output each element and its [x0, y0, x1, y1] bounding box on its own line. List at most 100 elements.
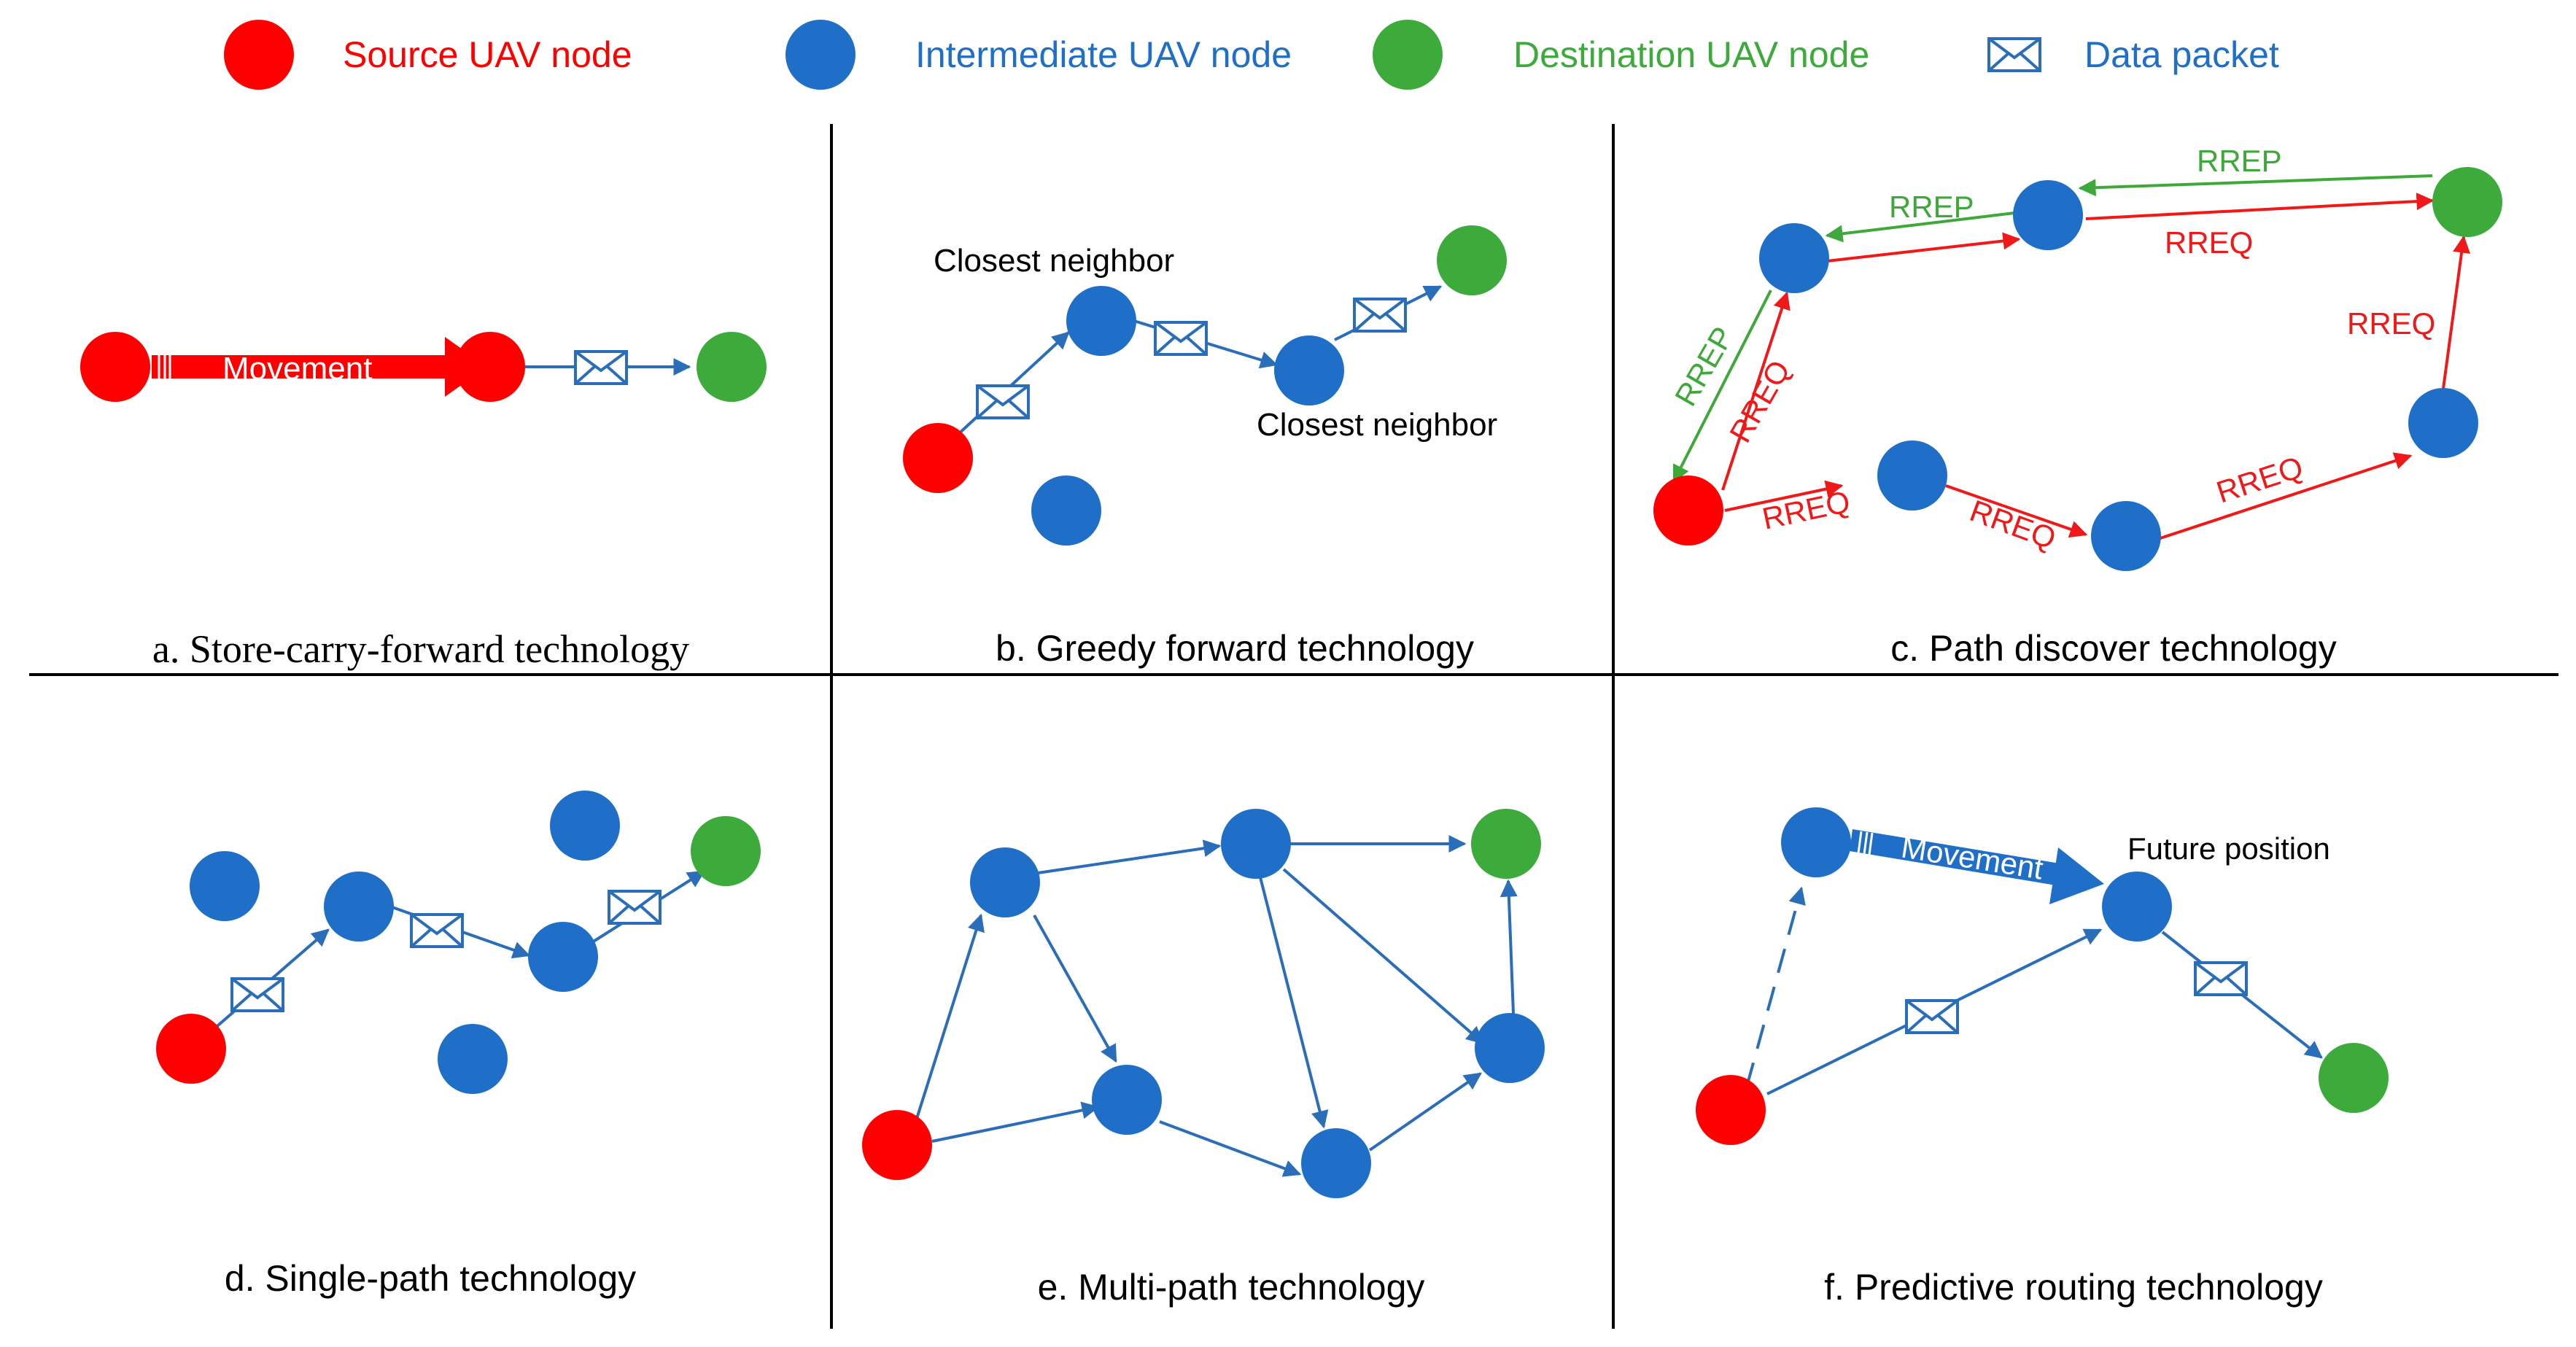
legend-destination-node: [1373, 20, 1443, 90]
envelope-icon: [976, 384, 1030, 419]
legend: Source UAV node Intermediate UAV node De…: [224, 20, 2279, 90]
envelope-icon: [410, 913, 464, 948]
intermediate-node: [1781, 807, 1851, 877]
legend-source-label: Source UAV node: [343, 34, 632, 75]
envelope-icon: [2194, 961, 2248, 996]
rreq-label: RREQ: [1723, 354, 1796, 449]
envelope-icon: [608, 890, 662, 925]
rreq-link: [1826, 232, 2021, 263]
link: [1033, 915, 1117, 1063]
link: [1282, 868, 1484, 1044]
intermediate-node: [1475, 1013, 1545, 1083]
link: [955, 331, 1070, 437]
panel-a-caption: a. Store-carry-forward technology: [152, 627, 689, 671]
envelope-icon: [574, 350, 628, 385]
panel-dividers: [29, 124, 2558, 1329]
intermediate-node: [1877, 440, 1947, 511]
link: [914, 913, 985, 1124]
panel-f-caption: f. Predictive routing technology: [1824, 1267, 2323, 1308]
source-node: [862, 1110, 932, 1180]
link: [1037, 839, 1222, 874]
rrep-link: [1672, 290, 1772, 484]
legend-intermediate-label: Intermediate UAV node: [915, 34, 1292, 75]
envelope-icon: [1353, 298, 1407, 333]
destination-node: [697, 332, 767, 402]
panel-e: e. Multi-path technology: [862, 809, 1545, 1308]
destination-node: [691, 816, 761, 886]
panel-b-caption: b. Greedy forward technology: [996, 628, 1474, 669]
legend-source-node: [224, 20, 294, 90]
rreq-link: [1945, 484, 2088, 538]
link: [931, 1101, 1100, 1143]
predicted-link: [1745, 886, 1806, 1087]
envelope-icon: [1154, 321, 1208, 356]
source-node: [80, 332, 150, 402]
intermediate-node: [1759, 223, 1829, 293]
envelope-icon: [1989, 39, 2040, 71]
legend-destination-label: Destination UAV node: [1513, 34, 1869, 75]
destination-node: [1471, 809, 1541, 879]
rreq-label: RREQ: [1966, 493, 2060, 556]
intermediate-node: [1066, 286, 1136, 356]
envelope-icon: [1905, 999, 1959, 1034]
link: [1259, 877, 1329, 1129]
future-position-node: [2102, 872, 2172, 942]
source-node: [903, 423, 973, 493]
panel-c-caption: c. Path discover technology: [1890, 628, 2336, 669]
movement-label: Movement: [1899, 829, 2046, 885]
intermediate-node: [1274, 335, 1344, 405]
link: [1500, 879, 1518, 1014]
rrep-link: [1825, 211, 2015, 243]
panel-b: Closest neighbor Closest neighbor b. Gre…: [903, 225, 1507, 669]
intermediate-node: [1221, 809, 1291, 879]
intermediate-node: [2013, 180, 2083, 250]
panel-d-caption: d. Single-path technology: [225, 1258, 636, 1299]
closest-neighbor-label: Closest neighbor: [1257, 407, 1497, 443]
source-node: [156, 1014, 226, 1084]
legend-intermediate-node: [785, 20, 856, 90]
rrep-label: RREP: [1668, 321, 1740, 412]
link: [1159, 1120, 1302, 1177]
destination-node: [2319, 1043, 2389, 1113]
closest-neighbor-label: Closest neighbor: [934, 243, 1174, 279]
intermediate-node: [550, 791, 620, 861]
link: [1368, 1072, 1482, 1152]
rreq-link: [1724, 480, 1844, 512]
intermediate-node: [1031, 475, 1101, 546]
legend-packet-label: Data packet: [2084, 34, 2279, 75]
destination-node: [2432, 167, 2502, 237]
panel-c: RREP RREP RREP RREQ RREQ RREQ RREQ RREQ …: [1653, 144, 2502, 669]
rreq-label: RREQ: [2165, 225, 2253, 260]
intermediate-node: [528, 922, 598, 992]
intermediate-node: [1301, 1128, 1371, 1198]
destination-node: [1437, 225, 1507, 295]
rrep-link: [2078, 174, 2433, 197]
rreq-label: RREQ: [2347, 306, 2435, 341]
envelope-icon: [230, 977, 284, 1012]
intermediate-node: [324, 872, 394, 942]
rreq-link: [2085, 193, 2435, 220]
rreq-label: RREQ: [2212, 449, 2307, 509]
panel-a: Movement a. Store-carry-forward technolo…: [80, 332, 767, 671]
movement-arrow: [1850, 829, 2104, 904]
panel-f: Movement Future position f. Predictive r…: [1696, 807, 2389, 1308]
intermediate-node: [438, 1024, 508, 1094]
rreq-link: [2160, 452, 2413, 540]
intermediate-node: [190, 851, 260, 921]
carrier-node: [455, 332, 525, 402]
rreq-link: [2442, 235, 2471, 389]
source-node: [1696, 1075, 1766, 1145]
movement-label: Movement: [222, 351, 372, 387]
intermediate-node: [1092, 1065, 1162, 1135]
rreq-label: RREQ: [1759, 484, 1853, 536]
panel-d: d. Single-path technology: [156, 791, 761, 1299]
movement-arrow: [152, 337, 487, 397]
intermediate-node: [2091, 501, 2161, 571]
rreq-link: [1721, 291, 1791, 491]
rrep-label: RREP: [2197, 144, 2282, 178]
rrep-label: RREP: [1889, 190, 1974, 224]
source-node: [1653, 475, 1723, 546]
intermediate-node: [2408, 388, 2478, 458]
intermediate-node: [970, 847, 1040, 917]
